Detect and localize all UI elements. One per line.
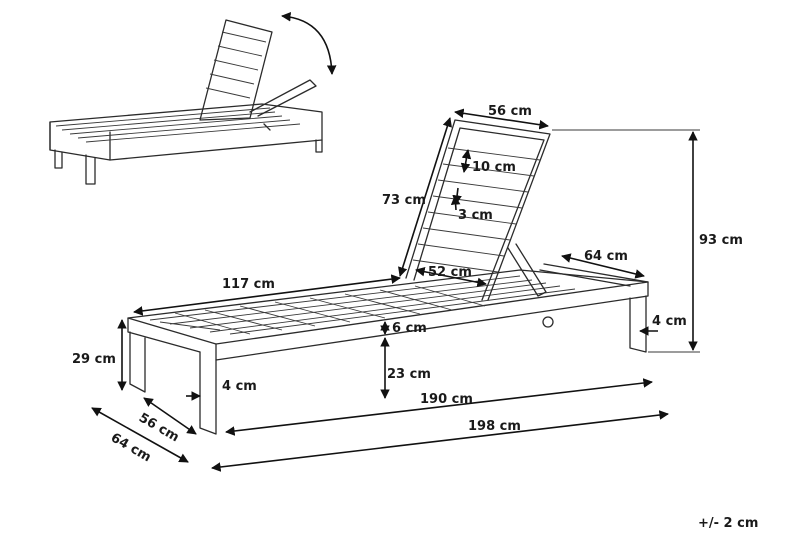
label-frame-thickness: 6 cm <box>392 321 427 336</box>
inset-lounger-drawing <box>49 19 323 185</box>
tolerance-note: +/- 2 cm <box>698 516 758 531</box>
label-seat-length: 117 cm <box>222 277 275 292</box>
label-headrest-depth: 64 cm <box>584 249 628 264</box>
label-seat-width: 56 cm <box>136 410 181 445</box>
label-total-width: 64 cm <box>108 430 153 465</box>
label-slat-height: 10 cm <box>472 160 516 175</box>
label-seat-height: 29 cm <box>72 352 116 367</box>
label-inner-length: 190 cm <box>420 392 473 407</box>
rotation-arrow-icon <box>281 11 337 75</box>
label-total-height: 93 cm <box>699 233 743 248</box>
label-total-length: 198 cm <box>468 419 521 434</box>
dimension-lines <box>91 108 700 472</box>
label-inner-width: 52 cm <box>428 265 472 280</box>
label-clearance: 23 cm <box>387 367 431 382</box>
label-backrest-width: 56 cm <box>488 104 532 119</box>
label-leg-thickness-left: 4 cm <box>222 379 257 394</box>
label-backrest-length: 73 cm <box>382 193 426 208</box>
label-slat-gap: 3 cm <box>458 208 493 223</box>
main-lounger-drawing <box>127 119 649 435</box>
label-leg-thickness-right: 4 cm <box>652 314 687 329</box>
